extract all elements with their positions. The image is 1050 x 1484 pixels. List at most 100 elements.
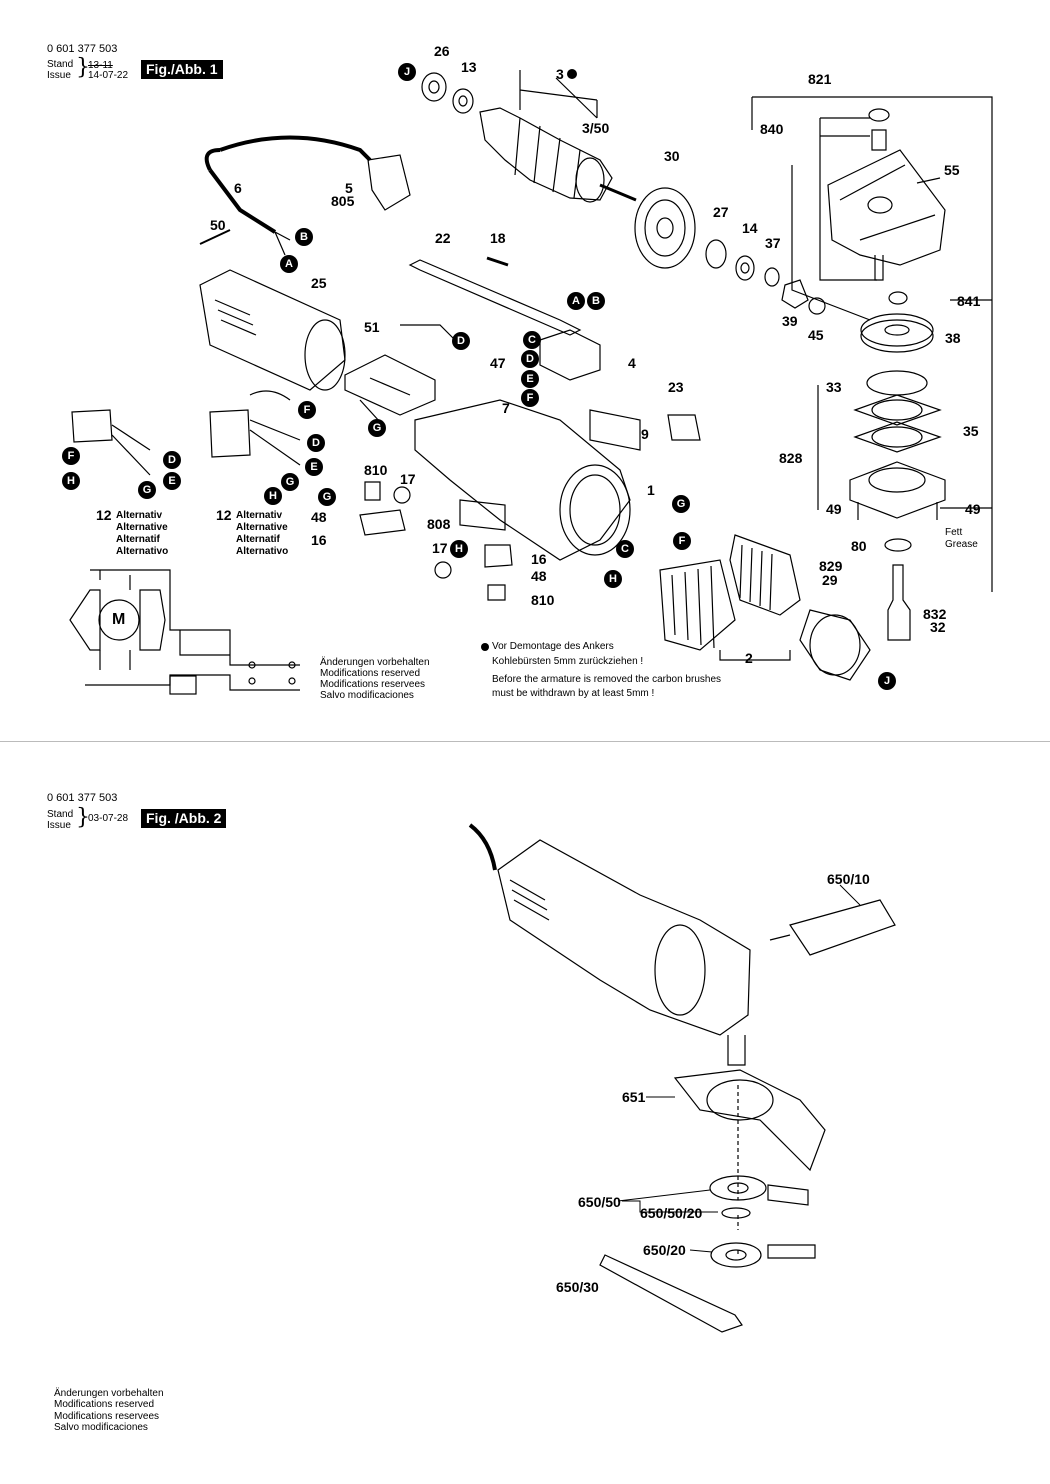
part-label-4: 4: [628, 355, 636, 371]
part-label-651: 651: [622, 1089, 646, 1105]
alternativ-left-en: Alternative: [116, 522, 168, 533]
part-label-26: 26: [434, 43, 450, 59]
connector-badge-c-switch: C: [523, 331, 541, 349]
part-label-829: 829: [819, 558, 843, 574]
bevel-gear-38: [860, 313, 934, 353]
part-label-37: 37: [765, 235, 781, 251]
part-label-840: 840: [760, 121, 784, 137]
part-label-45: 45: [808, 327, 824, 343]
grease-label: Grease: [945, 539, 978, 550]
part-label-51: 51: [364, 319, 380, 335]
part-label-35: 35: [963, 423, 979, 439]
part-label-48-bottom: 48: [531, 568, 547, 584]
connector-badge-d-right: D: [307, 434, 325, 452]
fig2-title: Fig. /Abb. 2: [141, 809, 227, 828]
part-label-12-right: 12: [216, 507, 232, 523]
alternativ-right-es: Alternativo: [236, 546, 289, 557]
part-label-50: 50: [210, 217, 226, 233]
armature: [479, 107, 637, 203]
auxiliary-handle-650-10: [769, 899, 896, 956]
alternativ-right-de: Alternativ: [236, 510, 283, 521]
part-label-25: 25: [311, 275, 327, 291]
fig1-date: 14-07-22: [88, 70, 129, 81]
part-label-650-30: 650/30: [556, 1279, 599, 1295]
part-label-55: 55: [944, 162, 960, 178]
fig2-stand-label: Stand: [47, 809, 74, 820]
fett-label: Fett: [945, 527, 963, 538]
wheel-guard-829: [799, 609, 871, 681]
spindle-832: [887, 564, 911, 641]
connector-badge-h-left: H: [62, 472, 80, 490]
part-label-828: 828: [779, 450, 803, 466]
part-label-38: 38: [945, 330, 961, 346]
gear-head-housing: [827, 149, 946, 266]
connector-badge-h-right: H: [264, 487, 282, 505]
connector-badge-g-51: G: [368, 419, 386, 437]
connector-badge-d-left: D: [163, 451, 181, 469]
part-label-16-top: 16: [311, 532, 327, 548]
fan-30: [634, 187, 696, 269]
part-label-5: 5: [345, 180, 353, 196]
part-label-22: 22: [435, 230, 451, 246]
fig2-date: 03-07-28: [88, 813, 129, 824]
connector-badge-b-switch: B: [587, 292, 605, 310]
bearing-13: [452, 88, 474, 114]
bearing-26: [421, 72, 447, 102]
part-label-49-right: 49: [965, 501, 981, 517]
part-label-650-50-20: 650/50/20: [640, 1205, 703, 1221]
connector-badge-j-guard: J: [878, 672, 896, 690]
part-label-808: 808: [427, 516, 451, 532]
part-label-47: 47: [490, 355, 506, 371]
part-label-14: 14: [742, 220, 758, 236]
notes-bottom-fr: Modifications reservees: [54, 1411, 160, 1422]
part-label-27: 27: [713, 204, 729, 220]
motor-symbol-letter: M: [112, 611, 126, 628]
fig2-part-number: 0 601 377 503: [47, 792, 118, 804]
part-label-3-50: 3/50: [582, 120, 610, 136]
stator-2: [659, 534, 801, 651]
connector-badge-f-left: F: [62, 447, 80, 465]
connector-badge-f-switch: F: [521, 389, 539, 407]
notes-bottom-en: Modifications reserved: [54, 1399, 155, 1410]
notes-bottom-es: Salvo modificaciones: [54, 1422, 148, 1433]
connector-badge-d-51: D: [452, 332, 470, 350]
part-label-16-bottom: 16: [531, 551, 547, 567]
part-label-1: 1: [647, 482, 655, 498]
part-label-39: 39: [782, 313, 798, 329]
notes-center-en: Modifications reserved: [320, 668, 421, 679]
connector-badge-j-top: J: [398, 63, 416, 81]
armature-note-en-1: Before the armature is removed the carbo…: [492, 674, 722, 685]
fig1-stand-label: Stand: [47, 59, 74, 70]
part-label-80: 80: [851, 538, 867, 554]
part-label-33: 33: [826, 379, 842, 395]
fig1-title: Fig./Abb. 1: [141, 60, 223, 79]
connector-badge-e-right: E: [305, 458, 323, 476]
bullet-marker: [567, 69, 577, 79]
part-label-650-20: 650/20: [643, 1242, 686, 1258]
notes-bottom-de: Änderungen vorbehalten: [54, 1388, 164, 1399]
connector-badge-e-left: E: [163, 472, 181, 490]
part-label-805: 805: [331, 193, 355, 209]
part-label-832: 832: [923, 606, 947, 622]
part-label-18: 18: [490, 230, 506, 246]
connector-badge-e-switch: E: [521, 370, 539, 388]
fig1-part-number: 0 601 377 503: [47, 43, 118, 55]
figure-divider: [0, 741, 1050, 742]
connector-badge-g-brush: G: [318, 488, 336, 506]
part-label-32: 32: [930, 619, 946, 635]
connector-badge-g-right: G: [281, 473, 299, 491]
assembled-grinder: [468, 823, 751, 1066]
connector-badge-f-stator: F: [673, 532, 691, 550]
plug: [367, 154, 411, 211]
connector-badge-g-stator: G: [672, 495, 690, 513]
connector-badge-h-brush: H: [450, 540, 468, 558]
fig2-issue-label: Issue: [47, 820, 71, 831]
alternativ-left-es: Alternativo: [116, 546, 169, 557]
part-label-48-top: 48: [311, 509, 327, 525]
part-label-23: 23: [668, 379, 684, 395]
armature-note-de-1: Vor Demontage des Ankers: [492, 641, 614, 652]
part-label-17-bottom: 17: [432, 540, 448, 556]
connector-badge-h-stator: H: [604, 570, 622, 588]
armature-note-en-2: must be withdrawn by at least 5mm !: [492, 688, 655, 699]
